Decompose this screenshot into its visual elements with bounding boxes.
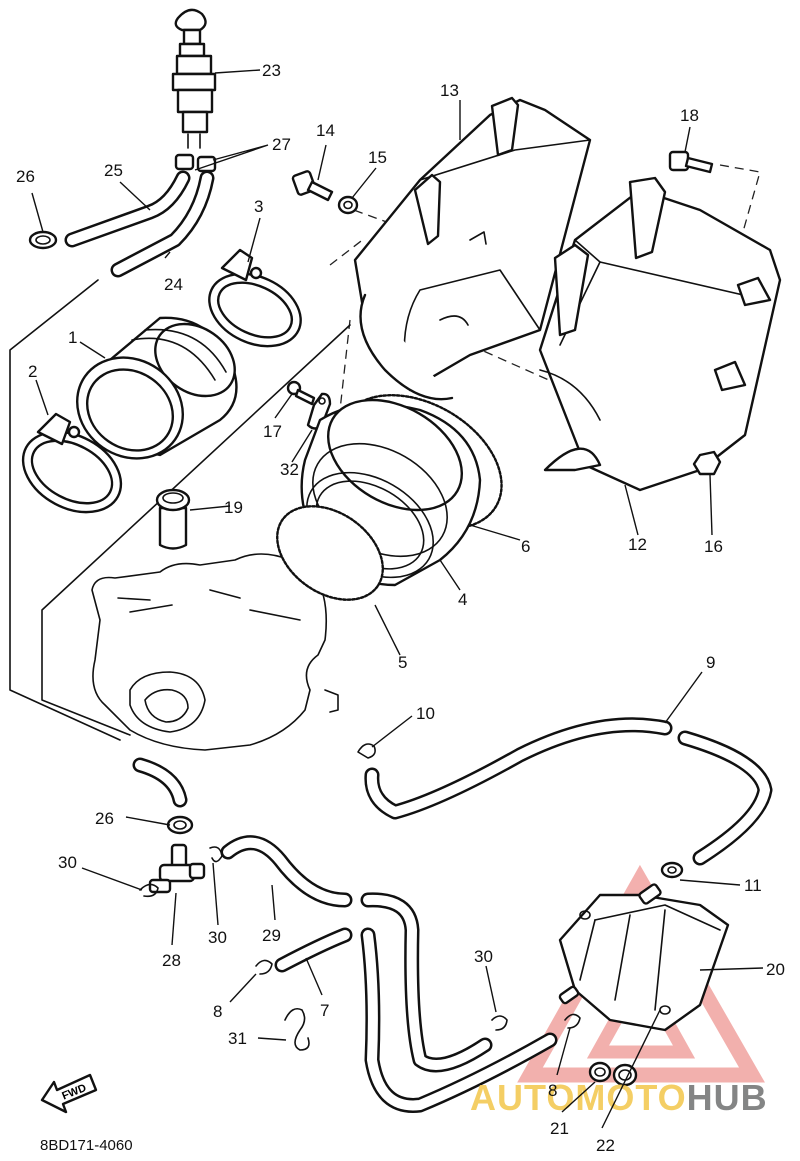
callout-5: 5 xyxy=(398,653,407,672)
callout-21: 21 xyxy=(550,1119,569,1138)
clip-8-right xyxy=(564,1013,581,1029)
clip-8-left xyxy=(255,959,273,975)
hose-clip-26-top xyxy=(28,230,58,250)
cap-19 xyxy=(155,488,191,550)
callout-8-left: 8 xyxy=(213,1002,222,1021)
hose-clip-26-bottom xyxy=(166,815,194,835)
hose-7 xyxy=(274,927,558,1113)
callout-27: 27 xyxy=(272,135,291,154)
callout-2: 2 xyxy=(28,362,37,381)
hose-9 xyxy=(364,717,773,866)
hose-nipples-27 xyxy=(174,153,217,173)
bolt-18 xyxy=(668,150,714,174)
diagram-code: 8BD171-4060 xyxy=(40,1137,133,1154)
clip-11 xyxy=(660,861,684,879)
callout-4: 4 xyxy=(458,590,467,609)
t-joint-28 xyxy=(148,843,206,894)
callout-32: 32 xyxy=(280,460,299,479)
seal-5 xyxy=(276,505,384,601)
screw-14 xyxy=(291,170,334,202)
clip-30-left xyxy=(139,883,159,898)
callout-19: 19 xyxy=(224,498,243,517)
clip-30-right xyxy=(491,1015,508,1031)
callout-11: 11 xyxy=(744,876,762,895)
callout-31: 31 xyxy=(228,1029,247,1048)
callout-29: 29 xyxy=(262,926,281,945)
air-filter-case-13 xyxy=(353,96,592,401)
engine-outline xyxy=(91,553,339,751)
callout-15: 15 xyxy=(368,148,387,167)
callout-3: 3 xyxy=(254,197,263,216)
hose-lower-left xyxy=(132,757,188,808)
air-cut-valve-23 xyxy=(171,8,217,149)
nut-16 xyxy=(692,450,722,476)
hoses-24-25 xyxy=(64,170,215,278)
hose-band-3 xyxy=(208,248,302,348)
callout-17: 17 xyxy=(263,422,282,441)
callout-30-mid: 30 xyxy=(208,928,227,947)
callout-30-right: 30 xyxy=(474,947,493,966)
callout-20: 20 xyxy=(766,960,785,979)
watermark-part2: HUB xyxy=(687,1077,768,1118)
callout-28: 28 xyxy=(162,951,181,970)
callout-26-top: 26 xyxy=(16,167,35,186)
hose-band-2 xyxy=(21,412,123,514)
leader-lines xyxy=(31,69,764,1129)
forward-arrow-icon: FWD xyxy=(40,1073,98,1114)
clip-31 xyxy=(284,1007,310,1051)
clamp-32 xyxy=(306,392,332,430)
callout-16: 16 xyxy=(704,537,723,556)
callout-14: 14 xyxy=(316,121,335,140)
callout-25: 25 xyxy=(104,161,123,180)
air-filter-cover-12 xyxy=(538,176,782,492)
callout-9: 9 xyxy=(706,653,715,672)
clip-30-mid xyxy=(209,846,223,863)
callout-23: 23 xyxy=(262,61,281,80)
callout-12: 12 xyxy=(628,535,647,554)
callout-7: 7 xyxy=(320,1001,329,1020)
callout-24: 24 xyxy=(164,275,183,294)
callout-6: 6 xyxy=(521,537,530,556)
callout-labels: 23 27 26 25 24 3 1 2 13 14 15 18 19 17 3… xyxy=(16,61,785,1155)
callout-18: 18 xyxy=(680,106,699,125)
hose-29 xyxy=(220,835,493,1073)
reed-valve-20 xyxy=(558,883,730,1032)
grommet-21 xyxy=(588,1061,612,1083)
callout-13: 13 xyxy=(440,81,459,100)
callout-1: 1 xyxy=(68,328,77,347)
washer-15 xyxy=(337,195,359,215)
routing-outline xyxy=(9,279,351,741)
screw-17 xyxy=(286,380,316,406)
callout-8-right: 8 xyxy=(548,1081,557,1100)
callout-22: 22 xyxy=(596,1136,615,1155)
callout-26-bottom: 26 xyxy=(95,809,114,828)
carburetor-joint-1 xyxy=(76,316,238,460)
watermark-text: AUTOMOTOHUB xyxy=(470,1077,768,1118)
svg-text:AUTOMOTOHUB: AUTOMOTOHUB xyxy=(470,1077,768,1118)
callout-30-left: 30 xyxy=(58,853,77,872)
callout-10: 10 xyxy=(416,704,435,723)
